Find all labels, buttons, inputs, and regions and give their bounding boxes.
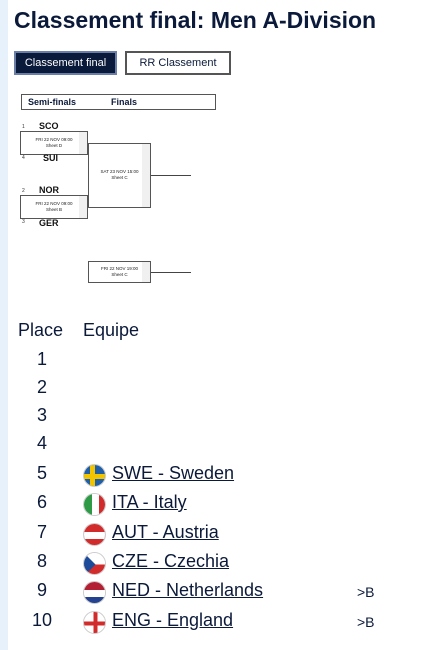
bronze-winner-line	[151, 272, 191, 273]
semi-finals-label: Semi-finals	[28, 97, 77, 107]
place-value: 7	[36, 522, 47, 542]
team-link-swe[interactable]: SWE - Sweden	[112, 463, 235, 483]
place-value: 3	[36, 405, 47, 425]
table-row: 4	[0, 433, 424, 462]
place-value: 1	[36, 349, 47, 369]
sf1-seed-top: 1	[22, 124, 25, 130]
sf1-game-box[interactable]: FRI 22 NOV 09:00 Sheet D	[20, 131, 88, 155]
place-value: 2	[36, 377, 47, 397]
sf1-team-bottom[interactable]: SUI	[43, 153, 59, 163]
sf2-seed-top: 2	[22, 188, 25, 194]
table-row: 10 ENG - England >B	[0, 610, 424, 639]
italy-flag-icon	[83, 493, 106, 516]
sf2-team-bottom[interactable]: GER	[39, 218, 59, 228]
team-link-aut[interactable]: AUT - Austria	[112, 522, 219, 542]
bronze-game-box[interactable]: FRI 22 NOV 19:00 Sheet C	[88, 261, 151, 283]
team-header: Equipe	[83, 320, 140, 340]
place-value: 8	[36, 551, 47, 571]
tab-rr-standings[interactable]: RR Classement	[125, 51, 231, 75]
table-row: 8 CZE - Czechia	[0, 551, 424, 580]
place-value: 6	[36, 492, 47, 512]
sf1-shade	[79, 132, 87, 154]
table-row: 9 NED - Netherlands >B	[0, 580, 424, 609]
final-sheet: Sheet C	[111, 175, 128, 180]
place-header: Place	[18, 320, 64, 340]
austria-flag-icon	[83, 523, 106, 546]
sf2-shade	[79, 196, 87, 218]
final-game-box[interactable]: SAT 23 NOV 15:00 Sheet C	[88, 143, 151, 208]
finals-label: Finals	[111, 97, 138, 107]
table-row: 5 SWE - Sweden	[0, 463, 424, 492]
sf2-seed-bottom: 3	[22, 219, 25, 225]
tab-final-standings[interactable]: Classement final	[14, 51, 117, 75]
table-row: 1	[0, 349, 424, 378]
team-link-ned[interactable]: NED - Netherlands	[112, 580, 264, 600]
bronze-datetime: FRI 22 NOV 19:00	[100, 266, 139, 271]
sf2-datetime: FRI 22 NOV 09:00	[35, 201, 73, 206]
left-strip	[0, 0, 8, 650]
sf1-datetime: FRI 22 NOV 09:00	[35, 137, 73, 142]
bronze-shade	[142, 262, 150, 282]
final-shade	[142, 144, 150, 207]
place-value: 10	[31, 610, 53, 630]
team-link-eng[interactable]: ENG - England	[112, 610, 234, 630]
sf2-sheet: Sheet B	[45, 207, 62, 212]
table-row: 2	[0, 377, 424, 406]
row-note: >B	[357, 584, 375, 600]
place-value: 9	[36, 580, 47, 600]
row-note: >B	[357, 614, 375, 630]
sf1-sheet: Sheet D	[45, 143, 63, 148]
team-link-ita[interactable]: ITA - Italy	[112, 492, 187, 512]
team-link-cze[interactable]: CZE - Czechia	[112, 551, 230, 571]
place-value: 5	[36, 463, 47, 483]
page-title: Classement final: Men A-Division	[14, 7, 377, 33]
table-row: 6 ITA - Italy	[0, 492, 424, 521]
sf2-team-top[interactable]: NOR	[39, 185, 59, 195]
sf1-team-top[interactable]: SCO	[39, 121, 59, 131]
final-winner-line	[151, 175, 191, 176]
table-row: 3	[0, 405, 424, 434]
sf1-seed-bottom: 4	[22, 155, 25, 161]
final-datetime: SAT 23 NOV 15:00	[100, 169, 139, 174]
bronze-sheet: Sheet C	[111, 272, 128, 277]
table-row: 7 AUT - Austria	[0, 522, 424, 551]
sweden-flag-icon	[83, 464, 106, 487]
sf2-game-box[interactable]: FRI 22 NOV 09:00 Sheet B	[20, 195, 88, 219]
england-flag-icon	[83, 611, 106, 634]
place-value: 4	[36, 433, 47, 453]
netherlands-flag-icon	[83, 581, 106, 604]
czechia-flag-icon	[83, 552, 106, 575]
bracket-header: Semi-finals Finals	[21, 94, 216, 110]
